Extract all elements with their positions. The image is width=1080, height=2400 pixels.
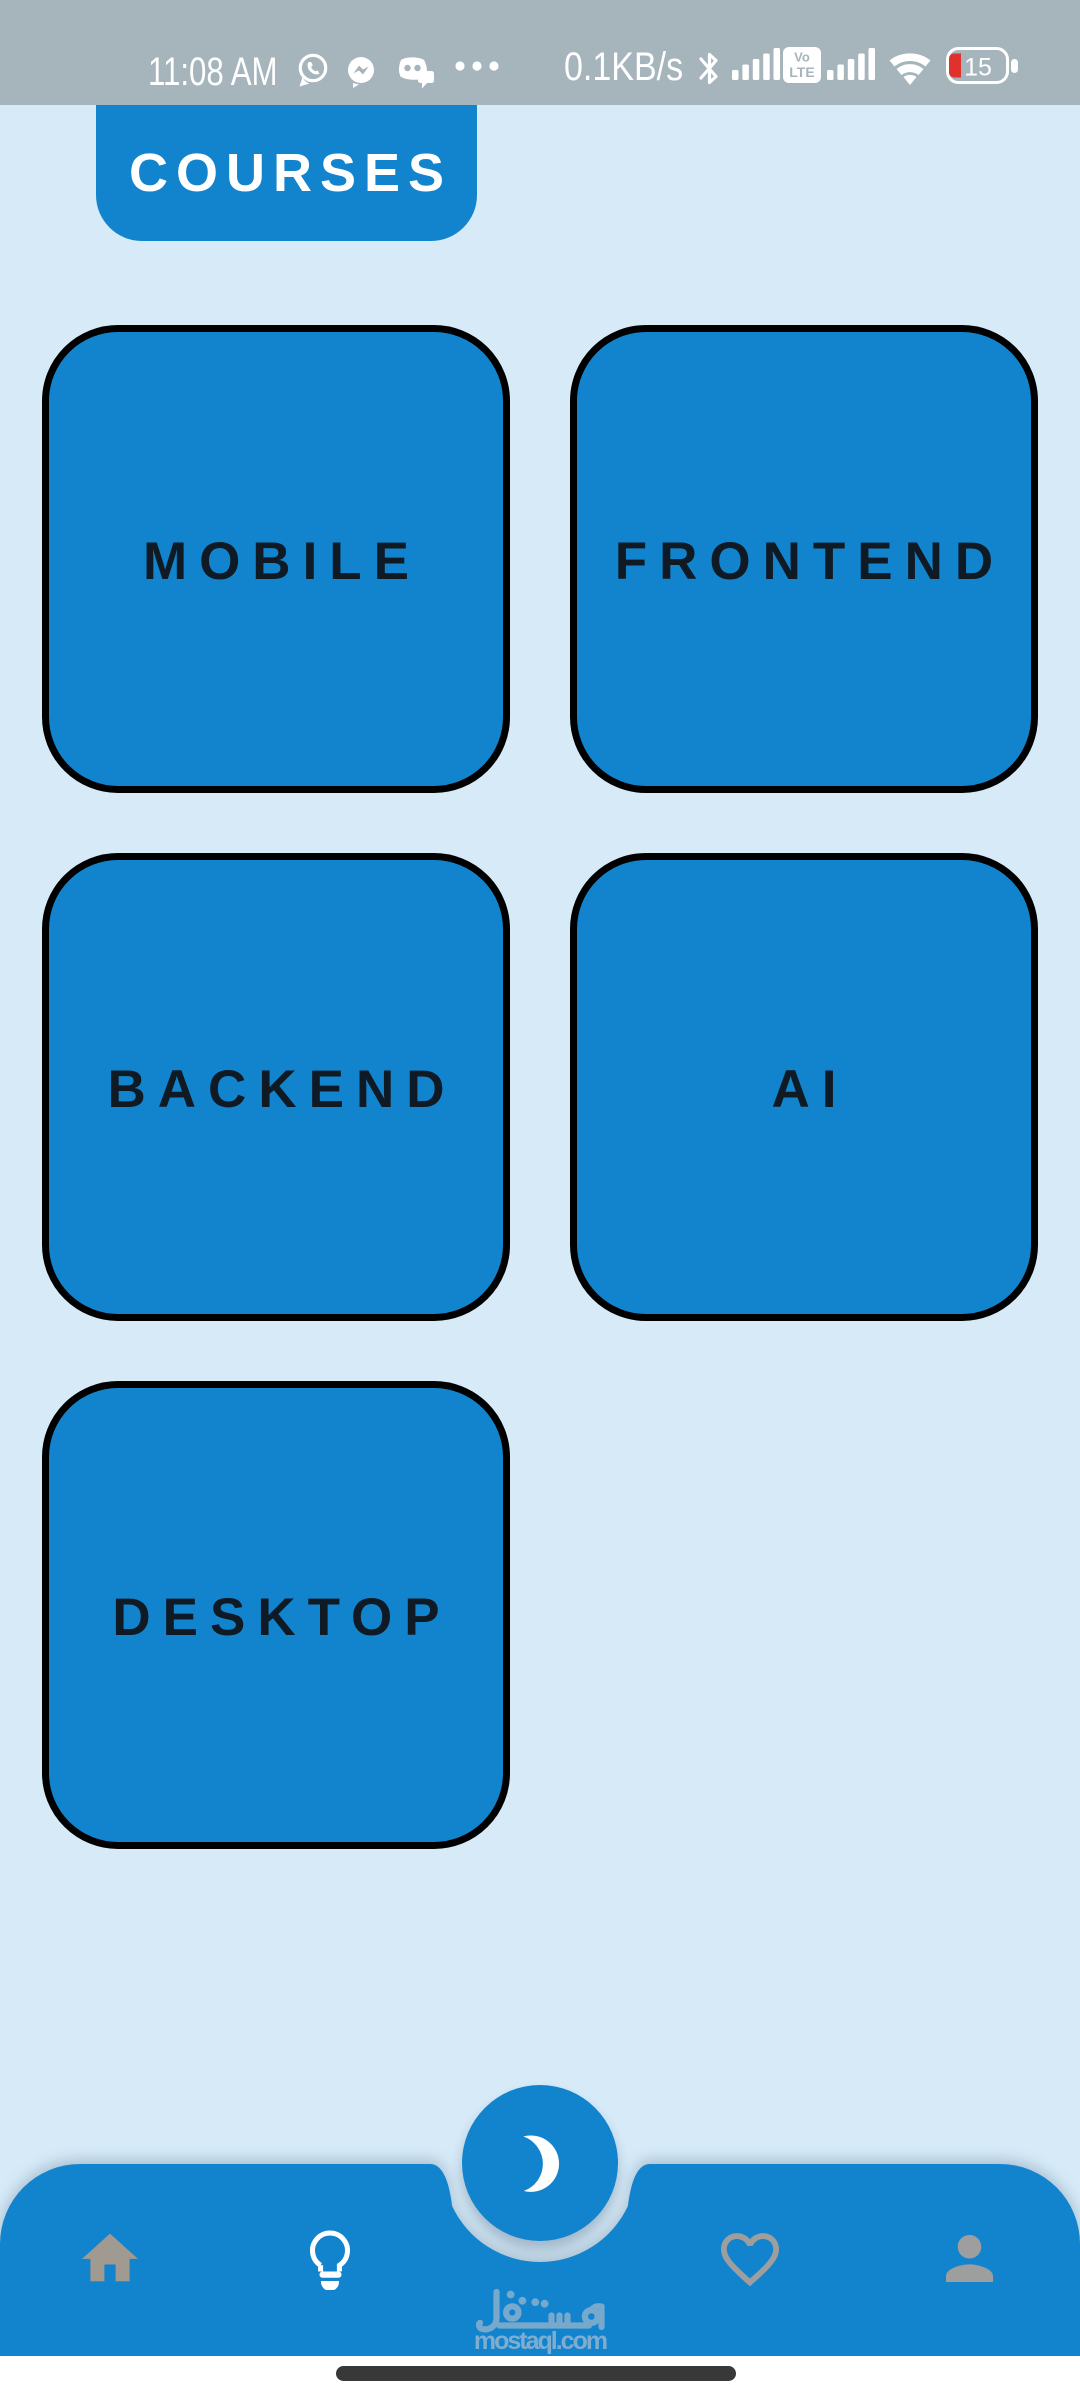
svg-text:LTE: LTE	[789, 64, 814, 80]
svg-text:Vo: Vo	[794, 50, 810, 65]
svg-text:15: 15	[964, 54, 992, 82]
